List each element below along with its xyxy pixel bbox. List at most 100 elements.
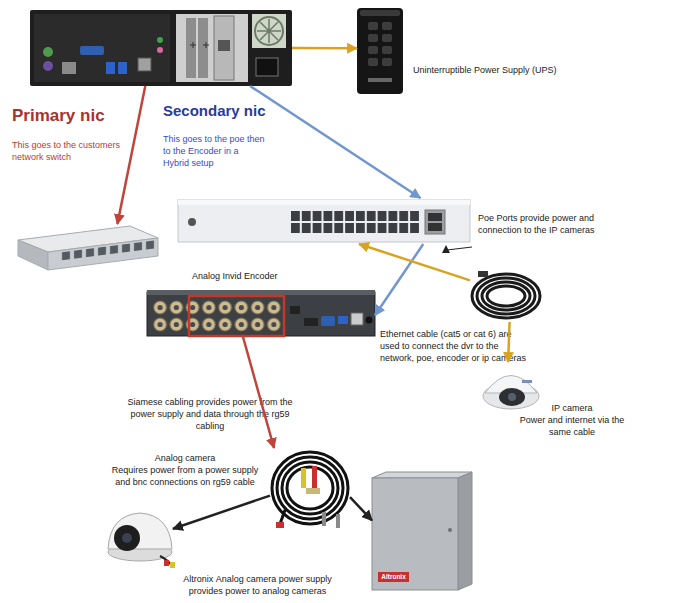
- cable-loop: [272, 452, 348, 524]
- lens-glass: [508, 393, 516, 401]
- cable-loop: [282, 462, 338, 514]
- poe-port-row: [290, 210, 420, 234]
- cable-loop: [472, 274, 540, 318]
- device-caption: Ethernet cable (cat5 or cat 6) are used …: [380, 328, 532, 364]
- box-top: [372, 472, 472, 478]
- leader-line: [447, 247, 472, 250]
- box-lock: [448, 528, 452, 532]
- power-socket: [256, 58, 278, 76]
- sfp-port: [428, 213, 442, 221]
- network-switch: [18, 226, 158, 270]
- camera-power-supply: [372, 472, 472, 590]
- cable-loop: [482, 282, 530, 310]
- cable-loop: [287, 467, 333, 509]
- camera-lens: [122, 533, 132, 543]
- bnc-adapter: [336, 514, 340, 528]
- power-plug: [276, 522, 284, 528]
- connector-arrow: [173, 496, 270, 529]
- device-caption: Poe Ports provide power and connection t…: [478, 212, 603, 236]
- connector-arrow: [117, 86, 145, 224]
- device-caption: Uninterruptible Power Supply (UPS): [413, 64, 613, 76]
- switch-port-row: [60, 240, 156, 260]
- brand-logo: [188, 218, 196, 226]
- brand-plate: [378, 572, 409, 582]
- ip-camera: [483, 376, 539, 410]
- siamese-cable: [272, 452, 348, 528]
- device-caption: IP camera: [514, 402, 630, 414]
- ups-outlets: [366, 20, 394, 70]
- device-caption: Analog camera: [110, 452, 260, 464]
- ethernet-port: [351, 313, 363, 325]
- encoder-top: [147, 290, 375, 295]
- connector-arrow: [375, 244, 423, 315]
- computer-case: [30, 10, 292, 86]
- bnc-adapter: [322, 512, 326, 526]
- ups-unit: Uninterruptible Power Supply (UPS): [357, 6, 405, 94]
- sfp-ports: [425, 210, 445, 234]
- analog-camera: Analog cameraRequires power from a power…: [103, 512, 173, 568]
- usb-port: [106, 62, 115, 74]
- connector-arrow: [292, 47, 357, 50]
- ups-badge: [368, 78, 392, 82]
- ps2-port: [43, 61, 53, 71]
- fan-grill: [252, 14, 286, 48]
- bnc-plug: [306, 488, 320, 494]
- ethernet-cable: Ethernet cable (cat5 or cat 6) are used …: [470, 270, 542, 322]
- section-heading: Primary nic: [12, 106, 172, 126]
- bnc-inputs: [152, 299, 282, 333]
- desktop-computer: [30, 10, 292, 86]
- poe-switch: [178, 200, 470, 242]
- connector-arrow: [350, 497, 372, 520]
- brand-mark: [522, 380, 532, 383]
- connector-arrow: [250, 86, 420, 198]
- nic-card: [214, 16, 234, 80]
- ip-camera: IP cameraPower and internet via the same…: [482, 362, 540, 412]
- rj45-plug: [478, 271, 488, 277]
- poe-top-strip: [178, 200, 470, 205]
- ups-unit: [357, 8, 403, 94]
- cable-loop: [477, 278, 535, 314]
- ps2-port: [43, 47, 53, 57]
- analog-encoder: Analog Invid Encoder: [147, 290, 375, 336]
- lead-plug: [164, 560, 169, 566]
- rca-plug: [301, 468, 306, 488]
- encoder-body: [147, 292, 375, 336]
- device-description: Requires power from a power supply and b…: [110, 464, 260, 488]
- primary-nic-port: [138, 58, 151, 71]
- highlight-box: [189, 296, 284, 336]
- audio-port: [157, 47, 163, 53]
- io-panel: [34, 14, 170, 82]
- vga-port: [321, 316, 335, 326]
- usb-port: [338, 316, 348, 324]
- poe-body: [178, 200, 470, 242]
- note-text: This goes to the customers network switc…: [12, 139, 132, 163]
- power-plug: [312, 466, 317, 488]
- cable-loop: [277, 457, 343, 519]
- switch-front: [48, 238, 158, 270]
- ups-top: [360, 10, 400, 16]
- screw-mark: [190, 42, 209, 48]
- leader-arrowhead: [442, 245, 450, 253]
- connector-arrow: [359, 244, 470, 280]
- poe-switch: Poe Ports provide power and connection t…: [178, 198, 470, 244]
- expansion-slot: [186, 18, 196, 78]
- usb-port: [118, 62, 127, 74]
- camera-lens: [499, 388, 525, 406]
- switch-ports: [60, 240, 156, 260]
- fan-blades: [257, 19, 281, 43]
- analog-encoder: [147, 290, 375, 336]
- switch-side: [18, 240, 48, 270]
- fan-ring: [255, 17, 283, 45]
- connector-arrow: [243, 336, 274, 448]
- audio-port: [290, 306, 300, 314]
- vga-port: [80, 46, 104, 55]
- serial-port: [62, 62, 76, 74]
- device-description: Power and internet via the same cable: [514, 414, 630, 438]
- desktop-computer: [30, 10, 292, 86]
- box-front: [372, 478, 458, 590]
